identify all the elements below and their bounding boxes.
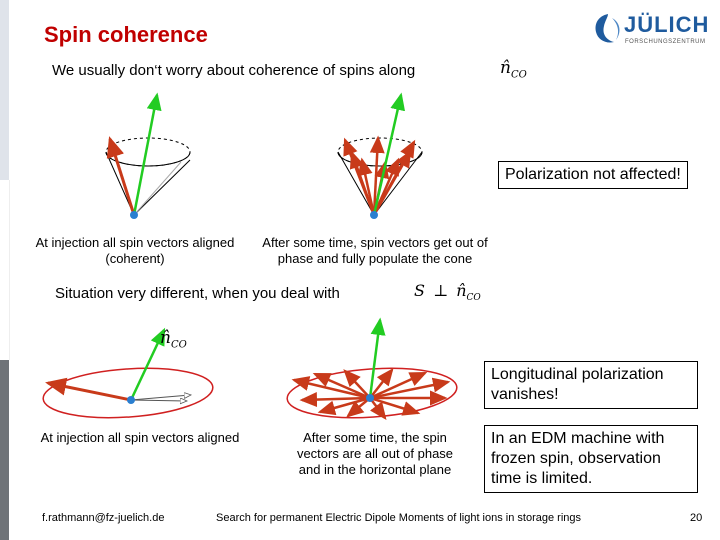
co-subscript: CO [466, 293, 481, 304]
juelich-emblem-icon [595, 14, 620, 43]
s-symbol: S [414, 281, 425, 300]
co-subscript: CO [170, 339, 187, 351]
perp-symbol: ⊥ [433, 281, 449, 300]
subtitle: We usually don‘t worry about coherence o… [52, 62, 415, 79]
caption-decoherent: After some time, spin vectors get out of… [262, 235, 488, 266]
caption-out-of-phase: After some time, the spin vectors are al… [296, 430, 454, 477]
edm-text: In an EDM machine with frozen spin, obse… [491, 430, 665, 487]
caption-aligned: At injection all spin vectors aligned [40, 430, 240, 445]
cone-coherent [105, 92, 191, 219]
co-subscript: CO [510, 69, 527, 81]
logo-name: JÜLICH [624, 12, 710, 37]
ring-out-of-phase [286, 317, 458, 420]
subtitle-text: We usually don‘t worry about coherence o… [52, 62, 416, 79]
n-co-label: n̂CO [160, 328, 187, 350]
polarization-box: Polarization not affected! [498, 161, 688, 189]
s-perp-n-formula: S ⊥ n̂CO [414, 281, 481, 303]
logo-tagline: FORSCHUNGSZENTRUM [625, 39, 706, 45]
ring-aligned [42, 327, 214, 419]
juelich-logo: JÜLICH FORSCHUNGSZENTRUM [588, 10, 710, 50]
n-hat-symbol: n̂ [456, 281, 467, 300]
footer-title: Search for permanent Electric Dipole Mom… [216, 512, 582, 524]
slide-title: Spin coherence [44, 22, 208, 47]
page-number: 20 [690, 512, 703, 524]
edm-box: In an EDM machine with frozen spin, obse… [484, 425, 698, 493]
situation-line: Situation very different, when you deal … [55, 285, 340, 302]
subtitle-symbol: n̂CO [500, 58, 527, 80]
n-hat-symbol: n̂ [500, 58, 511, 78]
footer-email: f.rathmann@fz-juelich.de [42, 512, 165, 524]
caption-coherent: At injection all spin vectors aligned (c… [35, 235, 235, 266]
polarization-text: Polarization not affected! [505, 166, 681, 183]
longitudinal-box: Longitudinal polarization vanishes! [484, 361, 698, 409]
longitudinal-text: Longitudinal polarization vanishes! [491, 366, 664, 403]
left-decor-bar [0, 0, 10, 540]
cone-decoherent [337, 92, 423, 219]
n-hat-symbol: n̂ [160, 328, 171, 348]
situation-text: Situation very different, when you deal … [55, 285, 340, 302]
